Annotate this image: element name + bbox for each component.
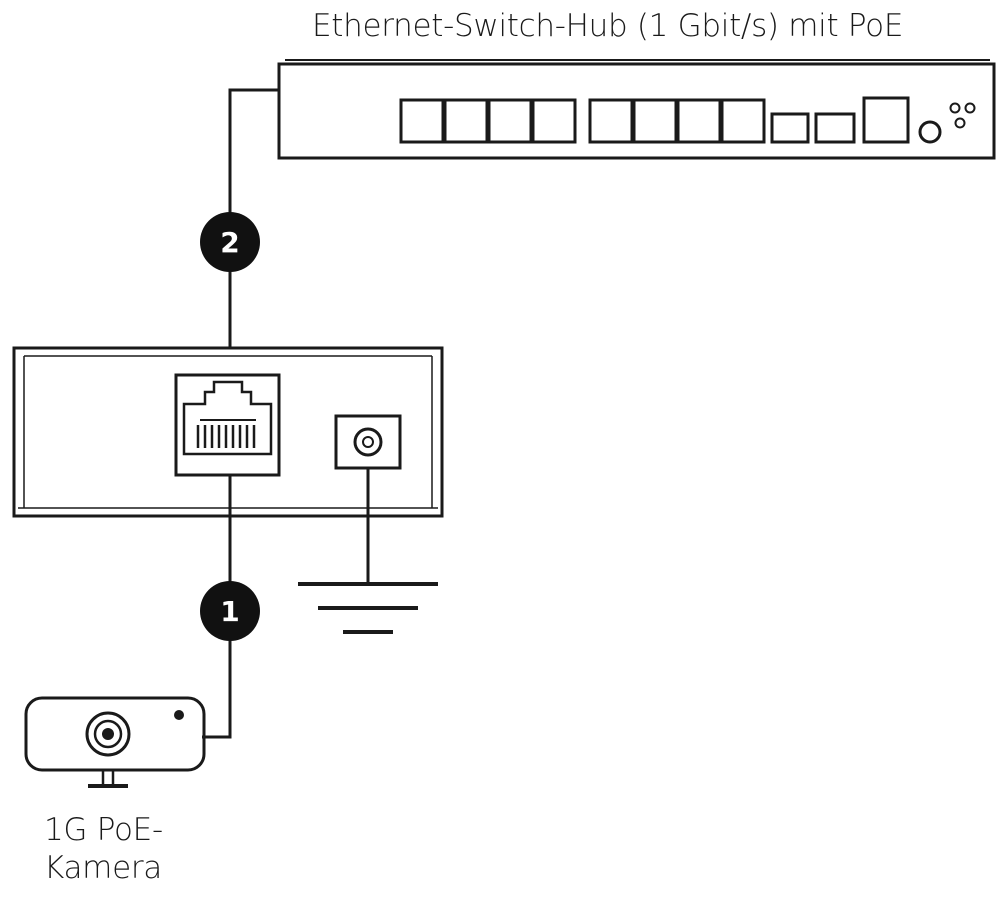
- camera-icon: [24, 696, 206, 788]
- badge-switch-cable: 2: [200, 212, 260, 272]
- rj45-port: [174, 373, 281, 477]
- switch-led-icon: [964, 102, 976, 114]
- camera-label-line-1: 1G PoE-: [44, 812, 163, 848]
- ground-symbol-icon: [298, 582, 438, 634]
- badge-number: 1: [220, 595, 239, 628]
- switch-ports-group-a: [399, 98, 577, 144]
- switch-label: Ethernet-Switch-Hub (1 Gbit/s) mit PoE: [312, 8, 904, 44]
- switch-console-port: [862, 96, 910, 144]
- camera-label: 1G PoE- Kamera: [44, 812, 163, 888]
- poe-injector: [12, 346, 444, 518]
- ethernet-switch: [277, 59, 996, 160]
- camera-label-line-2: Kamera: [44, 849, 162, 886]
- switch-ports-group-b: [588, 98, 766, 144]
- ground-terminal: [334, 414, 402, 470]
- badge-camera-cable: 1: [200, 581, 260, 641]
- switch-power-button: [918, 120, 942, 144]
- cable-injector-to-camera: [202, 475, 232, 739]
- switch-led-icon: [949, 102, 961, 114]
- switch-sfp-port-2: [814, 112, 856, 144]
- switch-led-icon: [954, 117, 966, 129]
- switch-sfp-port-1: [770, 112, 810, 144]
- badge-number: 2: [220, 226, 239, 259]
